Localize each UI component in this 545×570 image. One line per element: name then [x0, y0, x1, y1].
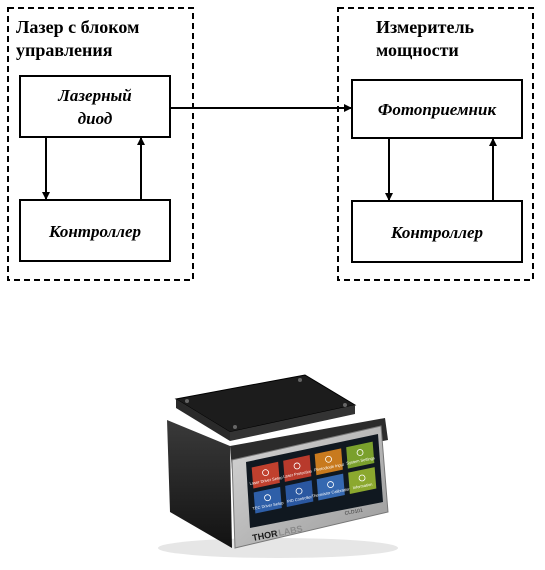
laser-controller-box: [19, 199, 171, 262]
screen-tile-label: TEC Driver Setup: [252, 500, 284, 511]
meter-controller-box: [351, 200, 523, 263]
info-icon: [358, 474, 366, 482]
screen-tile-label: Information: [352, 482, 373, 491]
laser-group-title-line1: Лазер с блоком: [16, 17, 139, 37]
laser-diode-box: [19, 75, 171, 138]
diode-icon: [262, 469, 269, 477]
screen-tile-label: Laser Protection: [283, 469, 313, 479]
power-meter-group-border: [337, 7, 534, 281]
brand-labs: LABS: [277, 523, 303, 537]
gear-icon: [356, 449, 364, 456]
shield-icon: [293, 462, 301, 470]
power-meter-title-line1: Измеритель: [376, 17, 475, 37]
laser-controller-label: Контроллер: [48, 222, 141, 241]
screen-tile-thermometer: [253, 486, 282, 514]
screen-tile-diode: [251, 461, 280, 489]
device-model: CLD101: [344, 508, 363, 517]
screen-tile-photodiode: [314, 448, 343, 476]
screen-tile-thermistor: [316, 473, 345, 501]
laser-group-title-line2: управления: [16, 40, 113, 60]
device-body-side: [167, 420, 232, 548]
pid-icon: [295, 487, 303, 495]
photodetector-label: Фотоприемник: [378, 100, 497, 119]
meter-controller-label: Контроллер: [390, 223, 483, 242]
thermistor-icon: [327, 481, 334, 488]
power-meter-title-line2: мощности: [376, 40, 459, 60]
screen-tile-pid: [285, 480, 314, 507]
screen-tile-label: Laser Driver Setup: [249, 475, 283, 486]
screen-tile-label: Photodiode Input: [314, 462, 346, 473]
screen-tile-label: System Settings: [346, 455, 375, 465]
power-meter-group: Измеритель мощности Фотоприемник Контрол…: [337, 7, 534, 281]
screen-tile-shield: [283, 455, 312, 482]
screen-tile-gear: [346, 441, 375, 469]
laser-group-border: [7, 7, 194, 281]
photodetector-box: [351, 79, 523, 139]
screen-tile-label: PID Controller: [287, 494, 313, 504]
screen-tile-info: [348, 467, 377, 494]
laser-diode-label-line2: диод: [78, 109, 113, 128]
photodiode-icon: [325, 455, 332, 463]
laser-diode-label-line1: Лазерный: [57, 86, 132, 105]
thermometer-icon: [264, 494, 271, 502]
brand-thor: THOR: [251, 528, 278, 543]
laser-group: Лазер с блоком управления Лазерный диод …: [7, 7, 194, 281]
